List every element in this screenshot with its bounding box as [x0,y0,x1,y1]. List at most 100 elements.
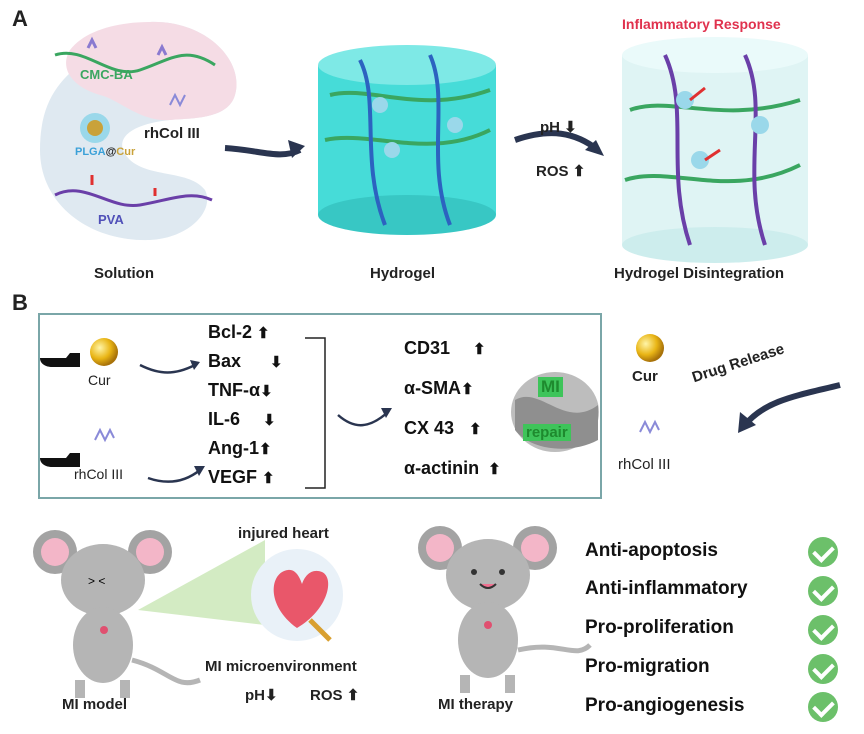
cmc-chain [54,51,216,74]
pva-label: PVA [98,212,124,227]
benefit-item: Pro-migration [585,656,710,677]
arrow-head-icon [585,140,604,156]
benefit-item: Pro-proliferation [585,617,734,638]
cur-text: Cur [116,146,136,158]
marker-cx43: CX 43 ⬆ [404,418,501,458]
cmc-region [66,21,237,121]
cur-sphere-icon [90,338,118,366]
svg-text:> <: > < [88,574,105,588]
panel-b-letter: B [12,290,28,315]
up-arrow-icon: ⬆ [262,470,275,487]
down-arrow-icon: ⬇ [270,354,283,371]
marker-name: Bcl-2 [208,322,253,342]
hydrogel-label: Hydrogel [370,265,436,282]
rhcol-arrow [147,469,201,483]
solution-yinyang [40,21,237,241]
benefit-item: Anti-inflammatory [585,578,748,599]
zoom-cone [138,540,265,625]
marker-name: CD31 [404,338,451,358]
benefit-item: Anti-apoptosis [585,540,718,561]
panel-a-letter: A [12,6,28,31]
up-arrow-icon: ⬆ [259,441,272,458]
pva-chain [54,189,213,208]
marker-name: Bax [208,351,242,371]
up-arrow-icon: ⬆ [346,687,360,704]
at-text: @ [105,146,117,158]
bottom-ph-label: pH⬇ [245,686,278,704]
cmc-ba-label: CMC-BA [80,67,133,82]
rhcol-protein-icon [639,419,660,435]
arrow-head-icon [738,412,756,433]
bottom-ros-label: ROS ⬆ [310,686,359,704]
benefit-list: Anti-apoptosis Anti-inflammatory Pro-pro… [585,540,748,734]
ba-group-icon [156,43,168,56]
up-arrow-icon: ⬆ [461,381,474,398]
cur-core-icon [87,120,103,136]
marker-cd31: CD31 ⬆ [404,338,501,378]
left-marker-list: Bcl-2 ⬆ Bax ⬇ TNF-α⬇ IL-6 ⬇ Ang-1⬆ VEGF … [208,322,283,496]
right-marker-list: CD31 ⬆ α-SMA⬆ CX 43 ⬆ α-actinin ⬆ [404,338,501,498]
arrow-head-icon [288,140,305,158]
marker-actinin: α-actinin ⬆ [404,458,501,498]
ph-text: pH [245,687,265,704]
injured-heart-label: injured heart [238,525,329,542]
check-icon [808,654,838,684]
pointing-hand-icon [40,353,80,367]
rhcol-protein-icon [169,92,186,108]
arrow-head-icon [194,466,205,476]
ba-group-icon [86,36,98,49]
check-icon [808,576,838,606]
up-arrow-icon: ⬆ [469,421,482,438]
cur-arrow [139,363,196,374]
up-arrow-icon: ⬆ [473,341,486,358]
mi-model-mouse: > < [33,530,201,698]
solution-label: Solution [94,265,154,282]
cur-label-box: Cur [88,372,111,388]
mi-model-label: MI model [62,696,128,713]
marker-name: CX 43 [404,418,455,438]
heart-icon [273,569,329,628]
rhcol-label-a: rhCol III [144,125,200,142]
mi-repair-text-2: repair [523,424,571,441]
mi-therapy-mouse [418,526,592,693]
cur-sphere-icon [636,334,664,362]
marker-asma: α-SMA⬆ [404,378,501,418]
marker-name: TNF-α [208,380,261,400]
drug-release-arrow [742,382,841,427]
marker-name: VEGF [208,467,258,487]
up-arrow-icon: ⬆ [572,163,586,180]
rhcol-label-box: rhCol III [74,466,124,482]
mi-repair-text-1: MI [538,377,563,397]
disintegration-label: Hydrogel Disintegration [614,265,785,282]
marker-vegf: VEGF ⬆ [208,467,283,496]
arrow-to-hydrogel [224,145,302,158]
up-arrow-icon: ⬆ [488,461,501,478]
ros-text: ROS [536,163,569,180]
hydrogel-cylinder [318,45,496,235]
arrow-head-icon [190,360,200,370]
down-arrow-icon: ⬇ [260,383,273,400]
arrow-head-icon [381,408,392,418]
down-arrow-icon: ⬇ [265,687,278,704]
down-arrow-icon: ⬇ [564,119,577,136]
right-rhcol-label: rhCol III [618,456,671,473]
ph-decrease-label: pH ⬇ [540,118,577,136]
check-icon [808,692,838,722]
inflammatory-response-label: Inflammatory Response [622,16,781,32]
marker-name: α-SMA [404,378,462,398]
marker-name: IL-6 [208,409,241,429]
check-icon [808,615,838,645]
ros-text: ROS [310,687,343,704]
down-arrow-icon: ⬇ [263,412,276,429]
benefit-item: Pro-angiogenesis [585,695,745,716]
mi-therapy-label: MI therapy [438,696,514,713]
syringe-icon [308,618,332,642]
ph-text: pH [540,119,560,136]
marker-tnfa: TNF-α⬇ [208,380,283,409]
mi-microenvironment-label: MI microenvironment [205,658,357,675]
right-cur-label: Cur [632,368,658,385]
pointing-hand-icon [40,453,80,467]
combined-arrow [337,411,389,427]
plga-text: PLGA [75,146,106,158]
